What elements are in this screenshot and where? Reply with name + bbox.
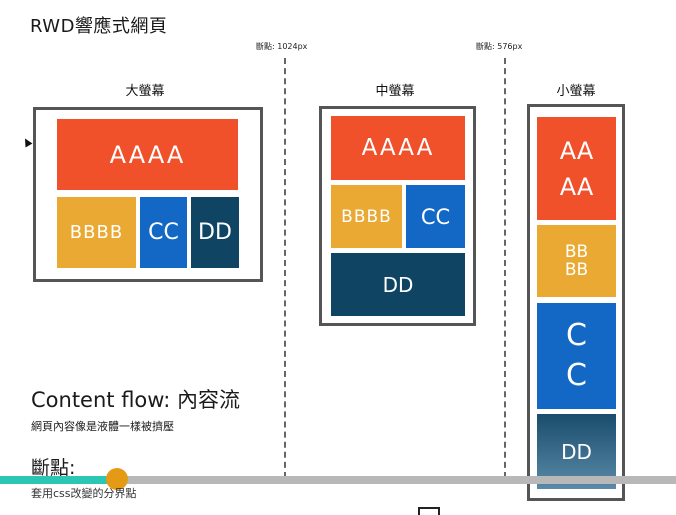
- large-block-d: DD: [191, 197, 239, 268]
- small-screen-title: 小螢幕: [556, 84, 596, 99]
- small-block-b-line2: BB: [564, 260, 589, 280]
- large-block-a: AAAA: [57, 119, 238, 190]
- content-flow-subtitle: 網頁內容像是液體一樣被擠壓: [31, 420, 174, 433]
- medium-block-d: DD: [331, 253, 465, 316]
- breakpoint-576-line: [504, 58, 506, 478]
- medium-block-a: AAAA: [331, 116, 465, 180]
- page-title: RWD響應式網頁: [30, 16, 168, 37]
- small-block-b: BB BB: [537, 225, 616, 297]
- small-block-c: C C: [537, 303, 616, 409]
- small-block-c-line1: C: [566, 318, 587, 353]
- small-block-a-line1: AA: [559, 136, 594, 165]
- small-block-c-line2: C: [566, 358, 587, 393]
- small-block-a-line2: AA: [559, 172, 594, 201]
- breakpoint-1024-label: 斷點: 1024px: [256, 42, 308, 51]
- mouse-cursor-icon: [21, 136, 33, 148]
- progress-fill: [0, 476, 118, 484]
- breakpoint-1024-line: [284, 58, 286, 478]
- progress-knob[interactable]: [106, 468, 128, 490]
- large-screen-frame: [33, 107, 263, 282]
- small-screen-frame: [527, 104, 625, 501]
- small-block-b-line1: BB: [564, 242, 589, 262]
- breakpoint-section-title: 斷點:: [31, 457, 76, 479]
- control-icon[interactable]: [418, 507, 440, 515]
- small-block-a: AA AA: [537, 117, 616, 220]
- content-flow-title: Content flow: 內容流: [31, 388, 241, 412]
- medium-screen-frame: [319, 106, 476, 326]
- progress-track[interactable]: [0, 476, 676, 484]
- breakpoint-576-label: 斷點: 576px: [476, 42, 523, 51]
- breakpoint-section-subtitle: 套用css改變的分界點: [31, 487, 137, 500]
- large-screen-title: 大螢幕: [125, 84, 165, 99]
- medium-block-b: BBBB: [331, 185, 402, 248]
- medium-block-c: CC: [406, 185, 465, 248]
- large-block-b: BBBB: [57, 197, 136, 268]
- large-block-c: CC: [140, 197, 187, 268]
- medium-screen-title: 中螢幕: [375, 84, 415, 99]
